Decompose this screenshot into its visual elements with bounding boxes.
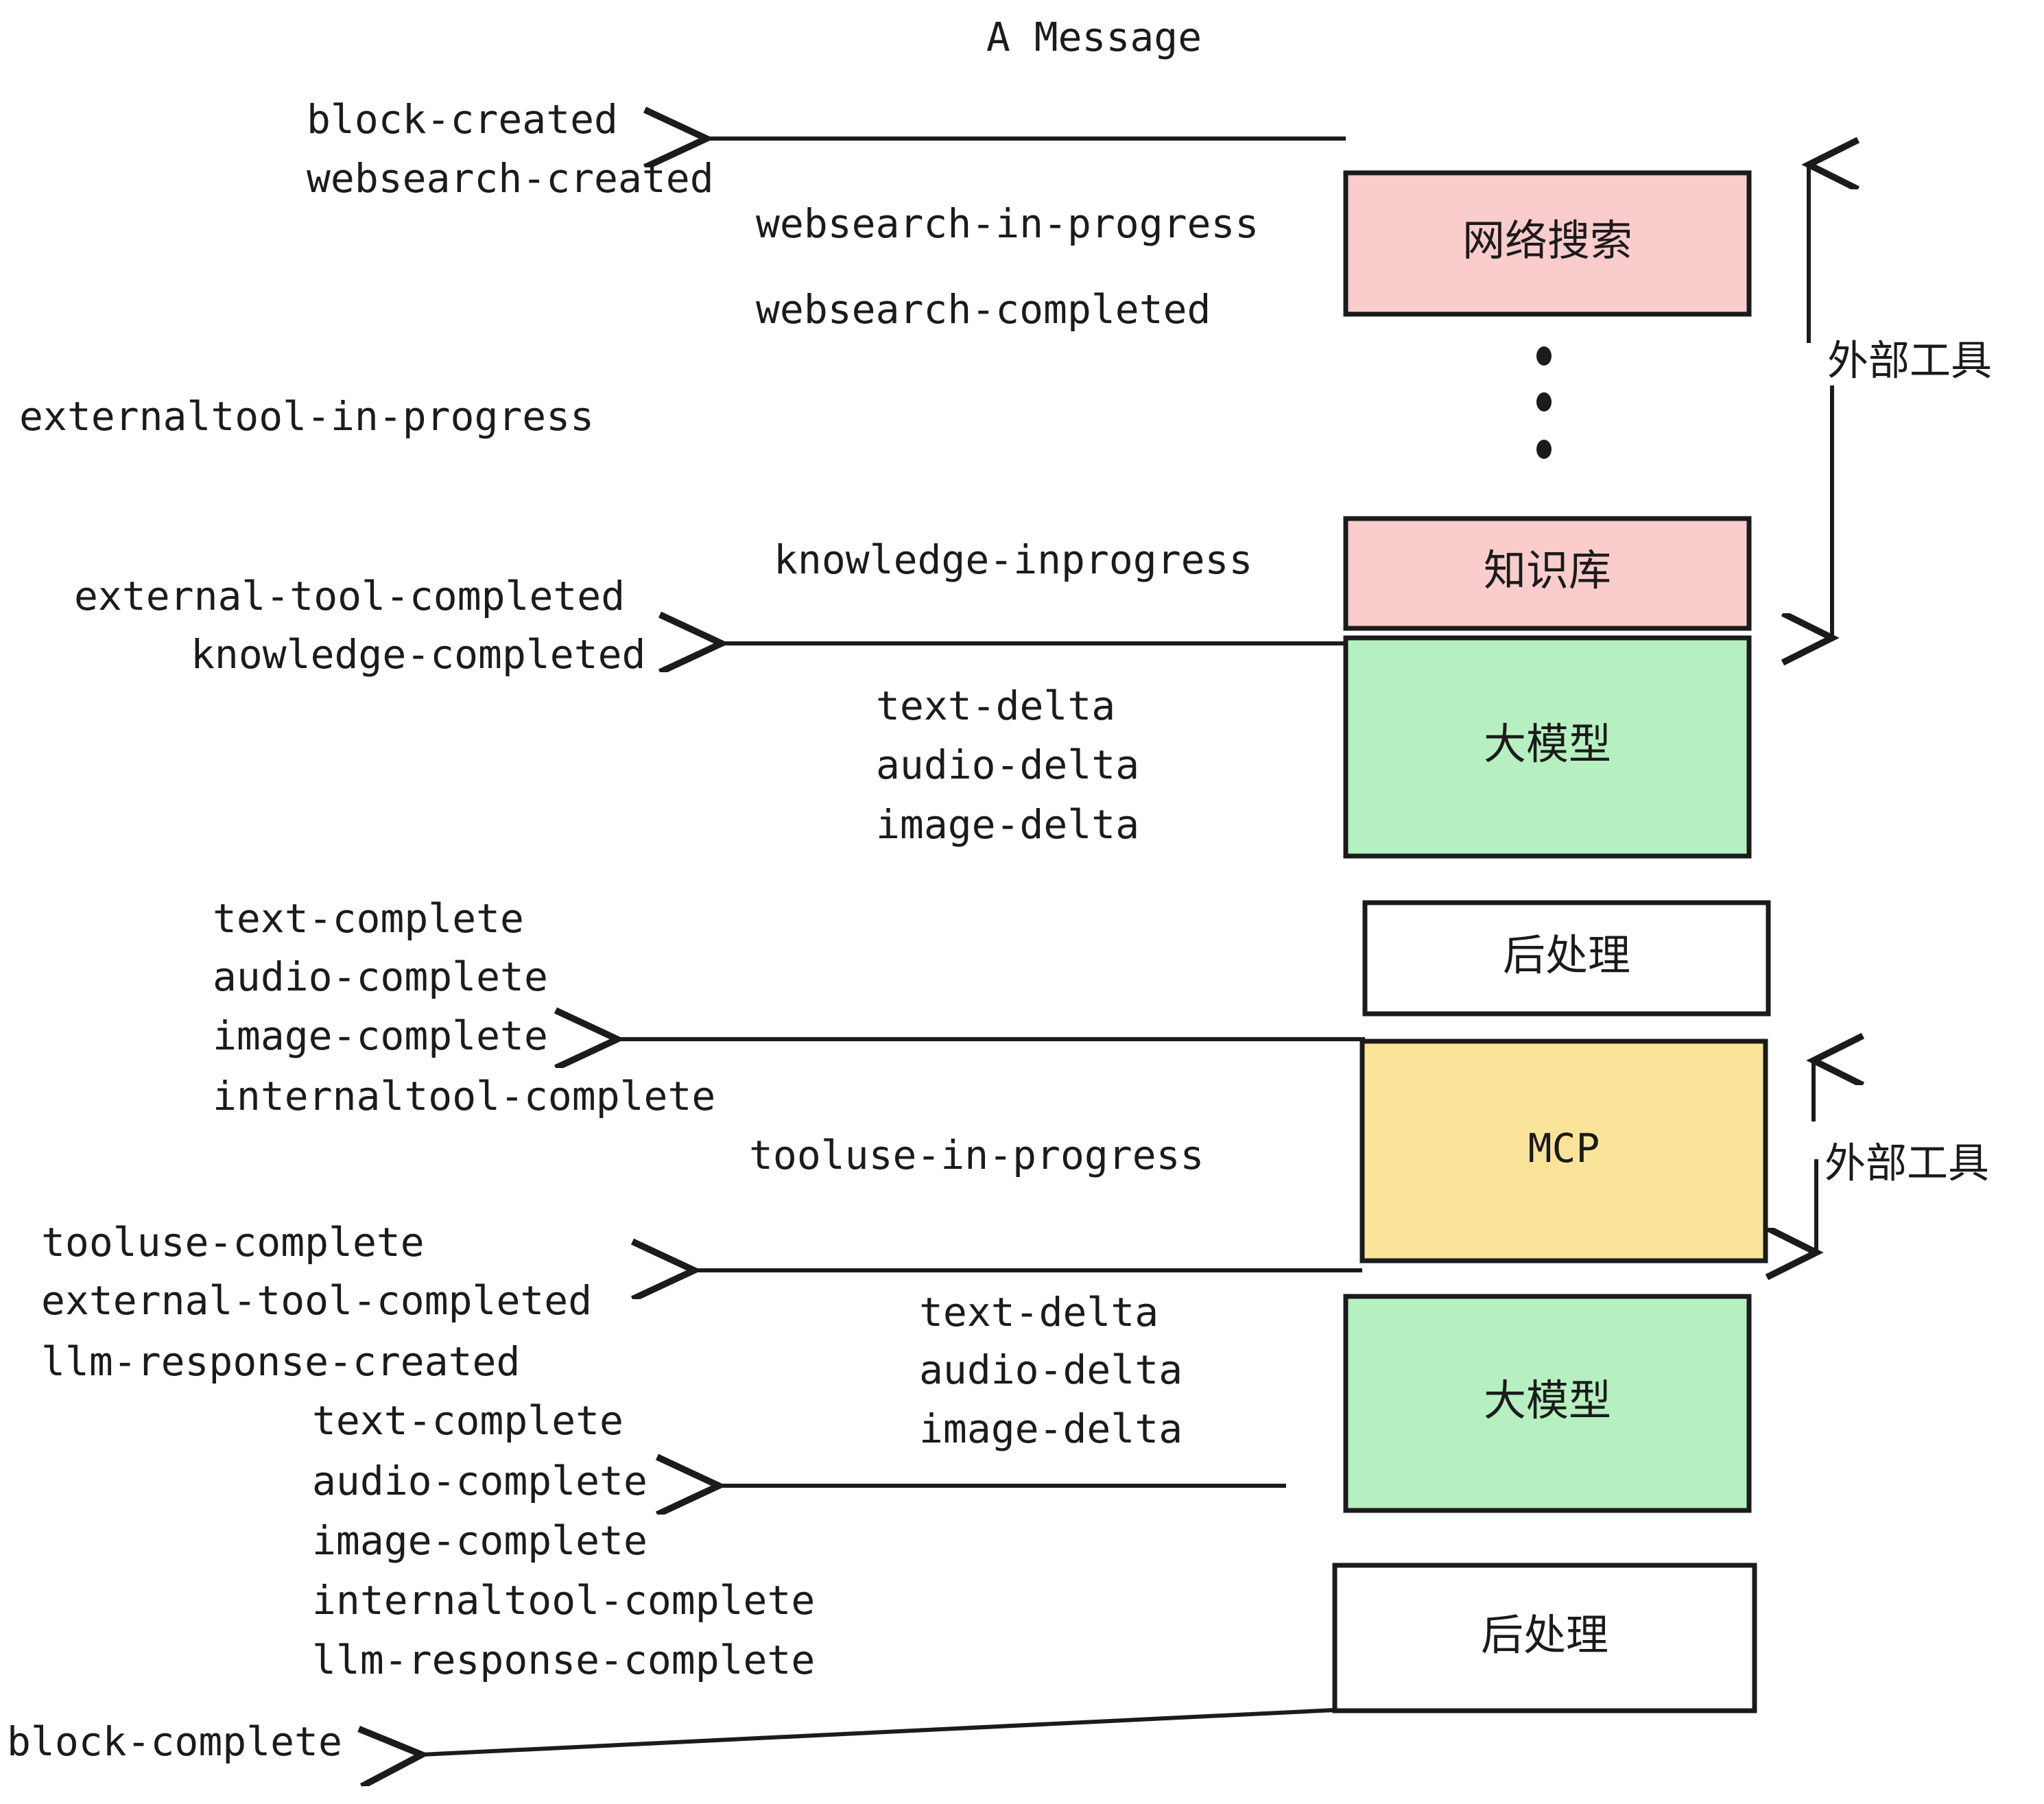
event-label-e26: internaltool-complete: [312, 1577, 815, 1624]
box-websearch[interactable]: 网络搜索: [1343, 170, 1752, 317]
box-rect-postprocess-2: [1332, 1563, 1757, 1713]
box-label-postprocess-2: 后处理: [1481, 1610, 1608, 1660]
box-postprocess-2[interactable]: 后处理: [1332, 1563, 1757, 1713]
event-label-e9: text-delta: [876, 683, 1115, 729]
box-mcp[interactable]: MCP: [1359, 1039, 1768, 1263]
flow-arrows: [422, 139, 1365, 1755]
annotation-label-external-tools-mcp: 外部工具: [1825, 1140, 1989, 1188]
event-label-e5: externaltool-in-progress: [19, 393, 594, 440]
box-label-knowledge: 知识库: [1484, 545, 1611, 595]
annotation-external-tools-top: 外部工具: [1809, 165, 1992, 638]
event-label-e18: external-tool-completed: [41, 1277, 592, 1324]
box-llm-1[interactable]: 大模型: [1343, 635, 1752, 859]
event-label-e21: audio-complete: [312, 1458, 647, 1504]
box-rect-llm-2: [1343, 1294, 1752, 1513]
event-label-e22: image-delta: [919, 1405, 1183, 1452]
event-label-e12: text-complete: [213, 895, 524, 942]
box-rect-llm-1: [1343, 635, 1752, 859]
event-label-e25: image-complete: [312, 1517, 647, 1564]
event-label-e4: websearch-completed: [756, 286, 1211, 333]
event-label-e13: audio-complete: [213, 953, 548, 1000]
box-llm-2[interactable]: 大模型: [1343, 1294, 1752, 1513]
event-label-e1: block-created: [307, 96, 618, 143]
box-label-postprocess-1: 后处理: [1503, 930, 1630, 980]
event-label-e17: tooluse-complete: [41, 1219, 425, 1266]
event-label-e23: audio-delta: [919, 1346, 1183, 1393]
event-label-e6: knowledge-inprogress: [774, 536, 1252, 583]
event-label-e7: external-tool-completed: [74, 573, 625, 619]
event-labels: block-created websearch-created websearch-…: [7, 96, 1259, 1765]
event-label-e16: tooluse-in-progress: [749, 1132, 1204, 1178]
event-label-e2: websearch-created: [307, 155, 714, 202]
box-rect-postprocess-1: [1362, 900, 1771, 1017]
ellipsis-dot-2: [1536, 392, 1552, 412]
ellipsis-dot-1: [1536, 346, 1552, 366]
vertical-ellipsis: [1536, 346, 1552, 459]
connector-c6-from-postprocess-2: [422, 1708, 1335, 1755]
annotation-label-external-tools-top: 外部工具: [1827, 337, 1992, 385]
event-label-e20: text-complete: [312, 1397, 623, 1444]
event-label-e27: llm-response-complete: [312, 1637, 815, 1683]
box-label-llm-1: 大模型: [1484, 719, 1611, 769]
annotation-external-tools-mcp: 外部工具: [1814, 1060, 1989, 1253]
event-label-e14: image-complete: [213, 1012, 548, 1059]
event-label-e11: image-delta: [876, 801, 1139, 848]
box-rect-knowledge: [1343, 516, 1752, 631]
event-label-e10: audio-delta: [876, 741, 1139, 788]
event-label-e3: websearch-in-progress: [756, 200, 1259, 247]
event-label-e24: text-delta: [919, 1289, 1158, 1336]
box-rect-websearch: [1343, 170, 1752, 317]
event-label-e28: block-complete: [7, 1718, 342, 1765]
event-label-e15: internaltool-complete: [213, 1073, 715, 1119]
box-label-websearch: 网络搜索: [1462, 215, 1632, 265]
event-label-e19: llm-response-created: [41, 1338, 520, 1385]
box-knowledge[interactable]: 知识库: [1343, 516, 1752, 631]
box-label-llm-2: 大模型: [1484, 1375, 1611, 1425]
box-rect-mcp: [1359, 1039, 1768, 1263]
event-label-e8: knowledge-completed: [191, 631, 645, 678]
box-postprocess-1[interactable]: 后处理: [1362, 900, 1771, 1017]
page-title: A Message: [986, 14, 1202, 60]
box-label-mcp: MCP: [1528, 1125, 1600, 1172]
ellipsis-dot-3: [1536, 440, 1552, 459]
